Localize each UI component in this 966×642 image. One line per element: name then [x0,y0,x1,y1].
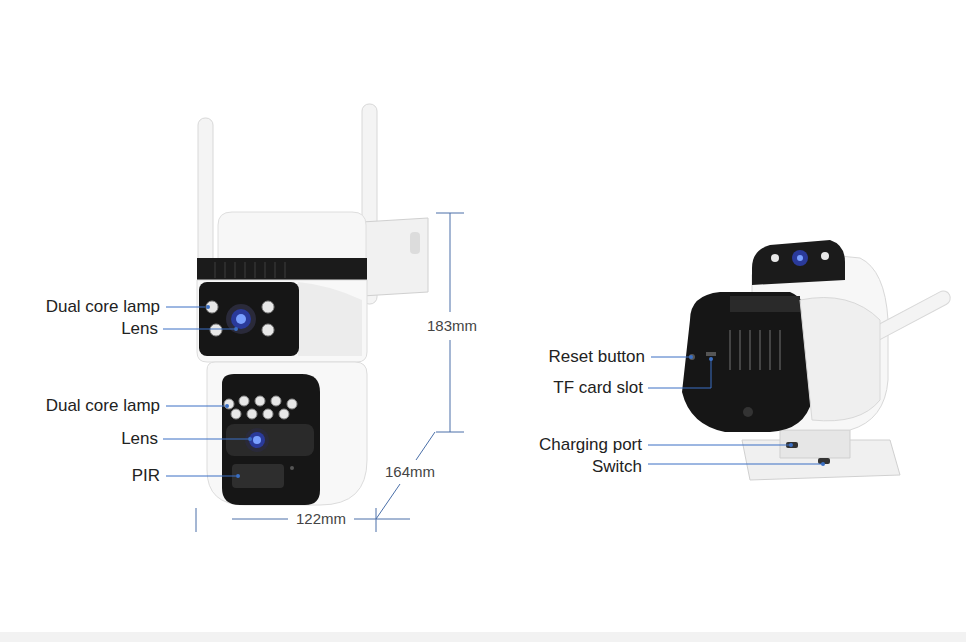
part-label: Charging port [539,435,642,455]
part-label: PIR [132,466,160,486]
part-label: Lens [121,319,158,339]
dimension-label: 164mm [383,462,437,482]
part-label: Lens [121,429,158,449]
part-label: TF card slot [553,378,643,398]
part-label: Dual core lamp [46,396,160,416]
dimension-label: 183mm [425,316,479,336]
dimension-label: 122mm [294,509,348,529]
part-label: Dual core lamp [46,297,160,317]
part-label: Switch [592,457,642,477]
part-label: Reset button [549,347,645,367]
